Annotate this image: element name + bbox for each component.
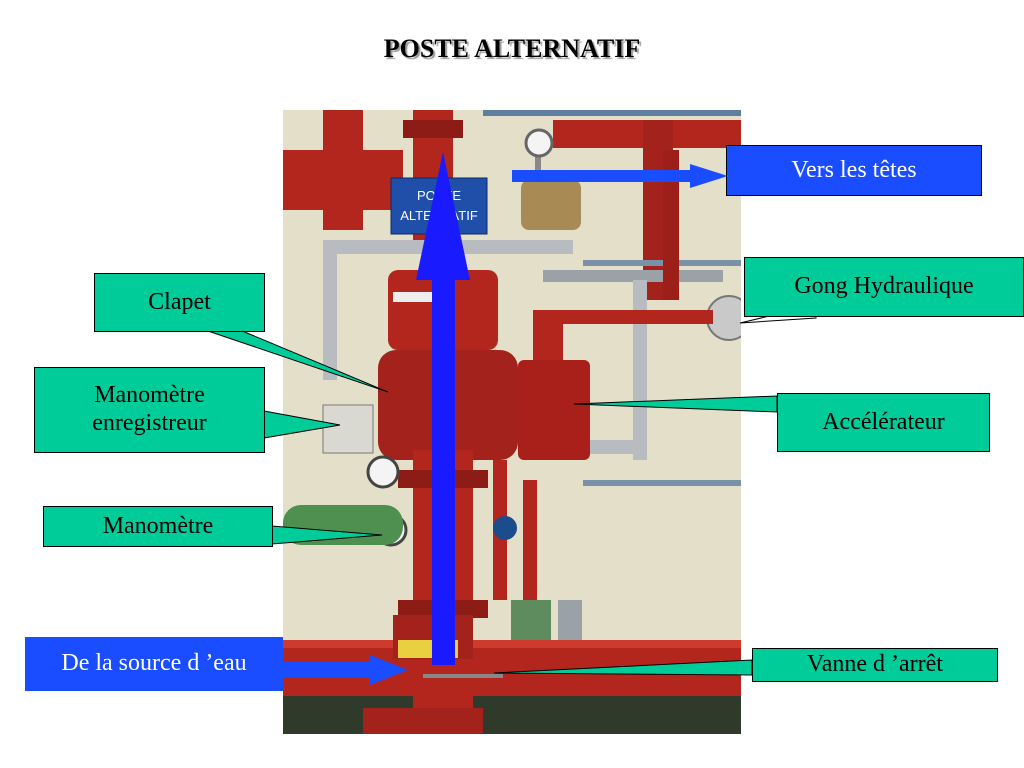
equipment-photo: POSTE ALTERNATIF xyxy=(283,110,741,734)
label-vers-les-tetes: Vers les têtes xyxy=(726,145,982,196)
photo-sign-line2: ALTERNATIF xyxy=(400,208,478,223)
label-manometre-enregistreur-line1: Manomètre xyxy=(94,382,205,409)
label-manometre-enregistreur: Manomètre enregistreur xyxy=(34,367,265,453)
photo-sign-line1: POSTE xyxy=(416,188,462,203)
label-manometre-enregistreur-line2: enregistreur xyxy=(92,410,207,436)
label-gong-hydraulique: Gong Hydraulique xyxy=(744,257,1024,317)
label-accelerateur: Accélérateur xyxy=(777,393,990,452)
label-vanne-d-arret: Vanne d ’arrêt xyxy=(752,648,998,682)
page-title: POSTE ALTERNATIF xyxy=(383,34,641,63)
label-clapet: Clapet xyxy=(94,273,265,332)
label-source: De la source d ’eau xyxy=(25,637,283,691)
label-manometre: Manomètre xyxy=(43,506,273,547)
